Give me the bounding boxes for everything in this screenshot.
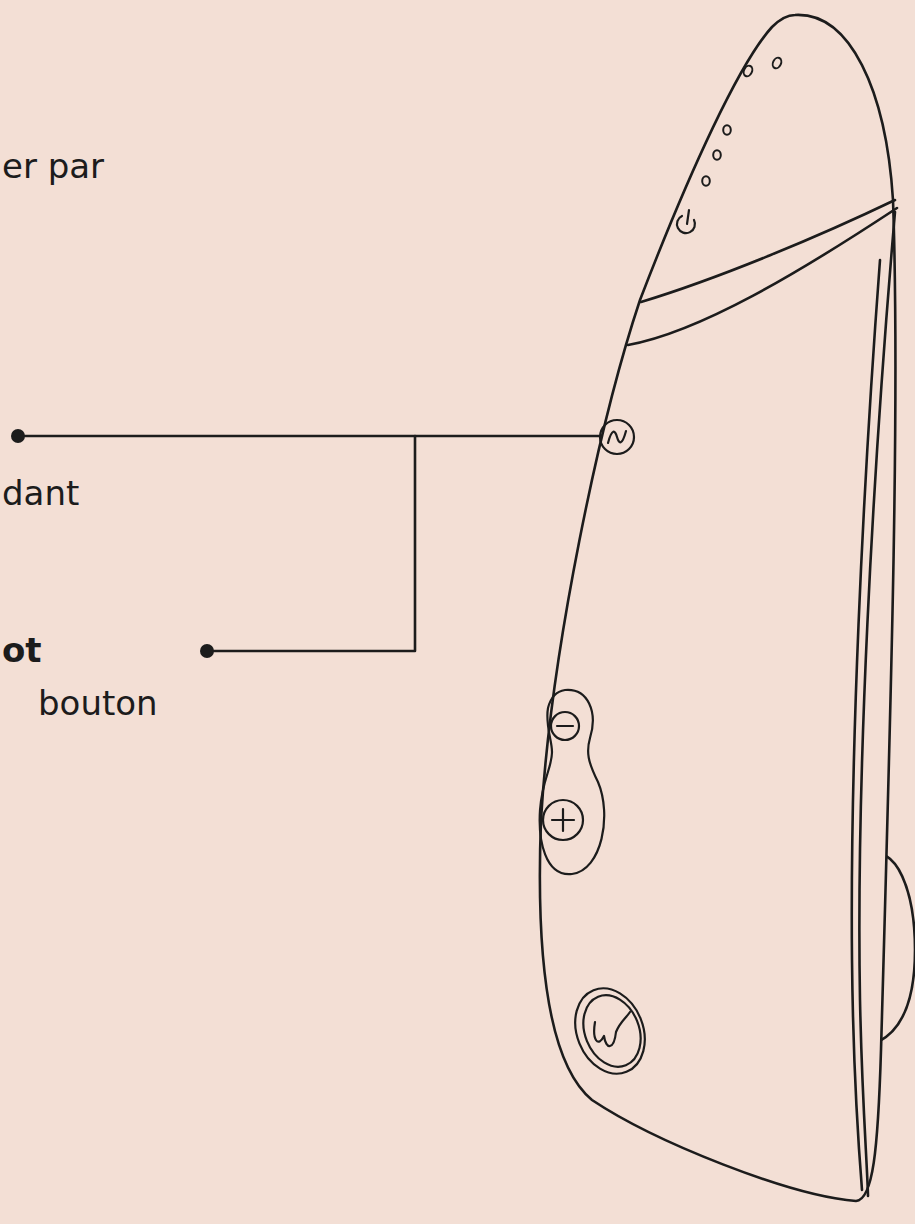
side-edge: [852, 260, 880, 1190]
feature-title: ot: [2, 630, 42, 670]
head-band: [628, 208, 897, 345]
mode-button: [600, 420, 634, 454]
feature-label: er par: [2, 146, 104, 186]
side-edge: [859, 212, 895, 1196]
intensity-buttons: [540, 690, 605, 874]
logo-button: [563, 978, 657, 1084]
indicator-holes: [702, 56, 783, 185]
feature-label: bouton: [38, 683, 158, 723]
device-body: [540, 15, 896, 1201]
power-icon: [677, 210, 695, 233]
leader-lines: [11, 429, 600, 658]
feature-label: dant: [2, 473, 79, 513]
